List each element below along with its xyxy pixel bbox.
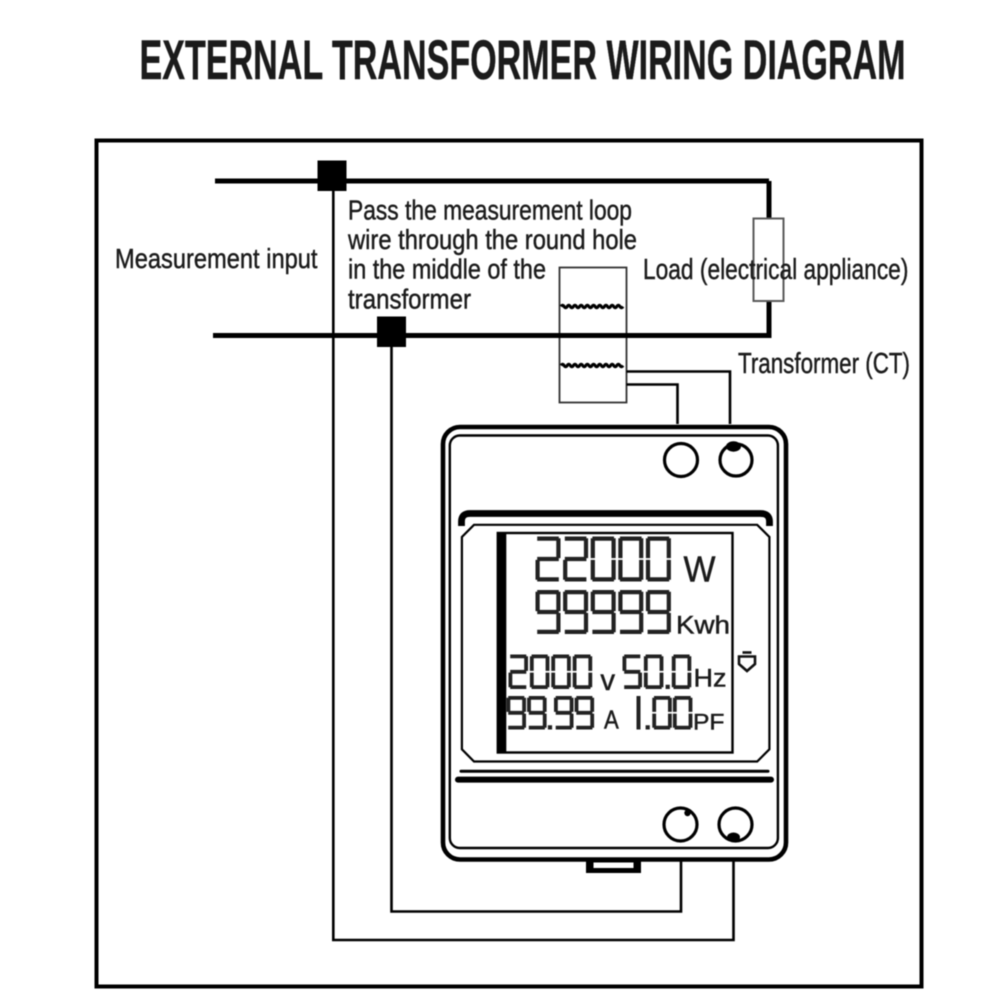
svg-text:Load (electrical appliance): Load (electrical appliance): [643, 254, 908, 286]
svg-text:Hz: Hz: [694, 665, 727, 693]
svg-text:in the middle of the: in the middle of the: [348, 254, 546, 285]
svg-text:EXTERNAL TRANSFORMER WIRING DI: EXTERNAL TRANSFORMER WIRING DIAGRAM: [140, 28, 906, 91]
svg-text:Kwh: Kwh: [676, 612, 730, 640]
svg-text:Measurement input: Measurement input: [115, 243, 318, 274]
svg-text:transformer: transformer: [348, 283, 471, 314]
svg-text:v: v: [600, 664, 615, 697]
svg-text:Transformer (CT): Transformer (CT): [738, 348, 910, 380]
svg-text:wire through the round hole: wire through the round hole: [347, 224, 637, 255]
svg-text:A: A: [604, 707, 619, 735]
svg-text:Pass the measurement loop: Pass the measurement loop: [348, 194, 632, 225]
svg-text:W: W: [684, 549, 717, 590]
svg-text:PF: PF: [693, 710, 725, 735]
